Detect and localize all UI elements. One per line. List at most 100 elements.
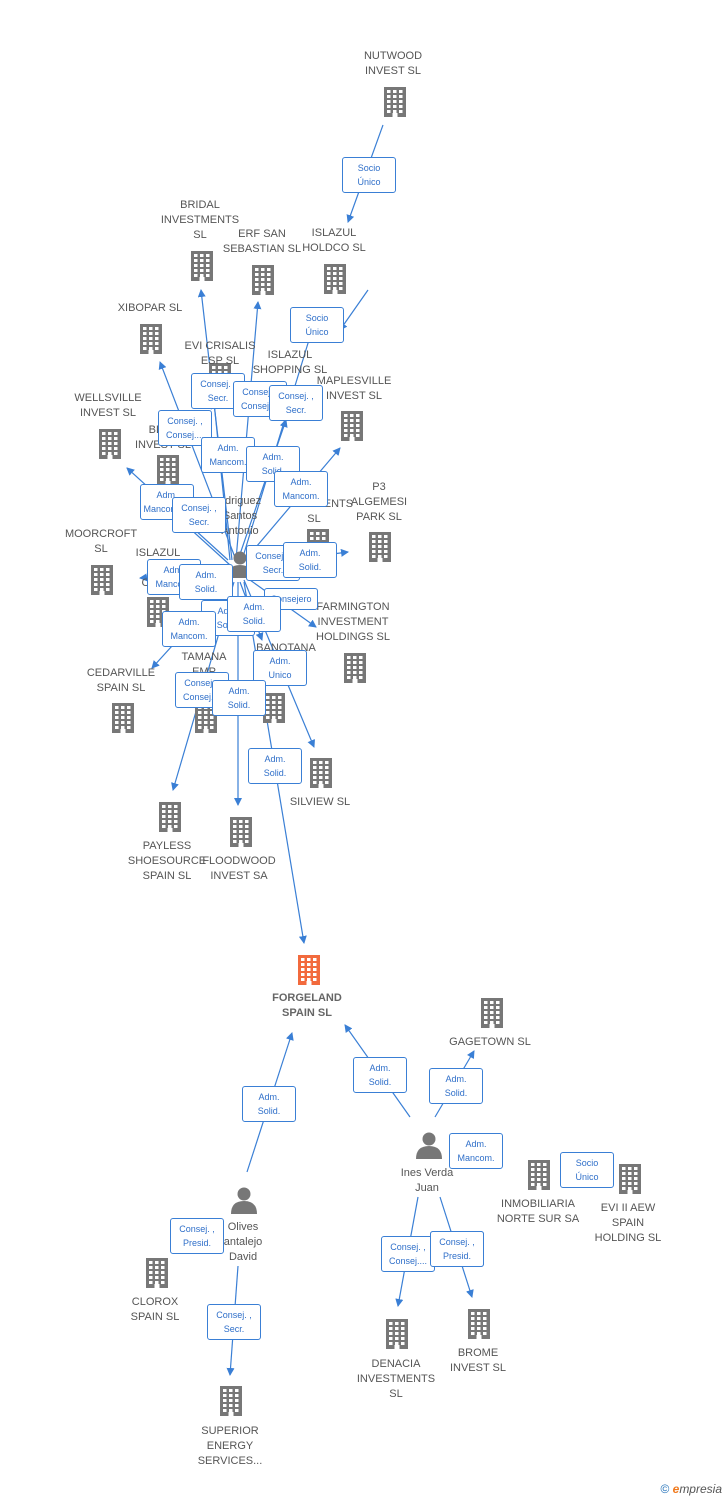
relation-text: Adm.	[156, 490, 178, 500]
relation-badge-r25[interactable]: Adm.Mancom.	[449, 1133, 503, 1169]
person-icon-olives[interactable]	[231, 1187, 257, 1215]
relation-text: Adm.	[369, 1063, 391, 1073]
company-label-line: INVEST SL	[364, 65, 422, 77]
relation-text: Solid.	[227, 700, 251, 710]
relation-badge-r7[interactable]: Adm.Mancom.	[274, 471, 328, 507]
relation-badge-r30[interactable]: Consej. ,Consej....	[381, 1236, 435, 1272]
relation-badge-r29[interactable]: Consej. ,Secr.	[207, 1304, 261, 1340]
company-icon-gagetown[interactable]	[481, 998, 503, 1028]
company-icon-payless[interactable]	[159, 802, 181, 832]
relation-text: Secr.	[262, 565, 284, 575]
relation-badge-r31[interactable]: Consej. ,Presid.	[430, 1231, 484, 1267]
company-icon-forgeland[interactable]	[298, 955, 320, 985]
relation-badge-r27[interactable]: Adm.Solid.	[429, 1068, 483, 1104]
company-icon-p3[interactable]	[369, 532, 391, 562]
company-icon-erf[interactable]	[252, 265, 274, 295]
person-icon-ines[interactable]	[416, 1132, 442, 1160]
company-icon-denacia[interactable]	[386, 1319, 408, 1349]
company-label-line: EVI CRISALIS	[184, 340, 256, 352]
relation-badge-r11[interactable]: Adm.Solid.	[283, 542, 337, 578]
company-icon-banotana[interactable]	[263, 693, 285, 723]
relation-text: Adm.	[465, 1139, 487, 1149]
relation-text: Consej. ,	[242, 387, 278, 397]
person-label-line: Antonio	[221, 525, 259, 537]
relation-badge-r21[interactable]: Adm.Solid.	[248, 748, 302, 784]
company-icon-blue[interactable]	[157, 455, 179, 485]
person-label-line: Santos	[222, 510, 258, 522]
relation-text: Mancom.	[282, 491, 320, 501]
company-label-line: CEDARVILLE	[86, 667, 156, 679]
company-icon-farmington[interactable]	[344, 653, 366, 683]
company-icon-evi_ii[interactable]	[619, 1164, 641, 1194]
company-icon-floodwood[interactable]	[230, 817, 252, 847]
relation-text: Consej. ,	[278, 391, 314, 401]
relation-badge-r16[interactable]: Adm.Solid.	[227, 596, 281, 632]
relation-text: Adm.	[299, 548, 321, 558]
relation-badge-r22[interactable]: Adm.Solid.	[242, 1086, 296, 1122]
company-label-xibopar[interactable]: XIBOPAR SL	[95, 301, 205, 316]
company-icon-superior[interactable]	[220, 1386, 242, 1416]
company-icon-islazul_holdco[interactable]	[324, 264, 346, 294]
relation-badge-r23[interactable]: Adm.Solid.	[353, 1057, 407, 1093]
company-icon-inmobiliaria[interactable]	[528, 1160, 550, 1190]
company-icon-cedarville[interactable]	[112, 703, 134, 733]
company-label-line: ISLAZUL	[311, 227, 357, 239]
company-label-line: INVESTMENTS	[160, 214, 240, 226]
company-label-line: SHOPPING SL	[252, 364, 328, 376]
relation-badge-r24[interactable]: Consej. ,Presid.	[170, 1218, 224, 1254]
company-icon-nutwood[interactable]	[384, 87, 406, 117]
company-label-line: SPAIN SL	[130, 1311, 180, 1323]
company-label-gagetown[interactable]: GAGETOWN SL	[435, 1035, 545, 1050]
company-label-line: BRIDAL	[180, 199, 220, 211]
company-icon-wellsville[interactable]	[99, 429, 121, 459]
company-label-line: SUPERIOR	[201, 1425, 259, 1437]
company-icon-moorcroft[interactable]	[91, 565, 113, 595]
person-label-line: Olives	[227, 1221, 259, 1233]
company-icon-bridal[interactable]	[191, 251, 213, 281]
relation-text: Único	[357, 177, 381, 187]
company-label-silview[interactable]: SILVIEW SL	[265, 795, 375, 810]
company-icon-brome[interactable]	[468, 1309, 490, 1339]
relation-badge-r13[interactable]: Adm.Solid.	[179, 564, 233, 600]
relation-badge-r9[interactable]: Consej. ,Secr.	[172, 497, 226, 533]
company-icon-maplesville[interactable]	[341, 411, 363, 441]
relation-badge-r20[interactable]: Adm.Solid.	[212, 680, 266, 716]
relation-badge-r17[interactable]: Adm.Mancom.	[162, 611, 216, 647]
company-label-line: BROME	[457, 1347, 499, 1359]
company-label-line: GAGETOWN SL	[449, 1036, 531, 1048]
relation-text: Solid.	[242, 616, 266, 626]
company-icon-silview[interactable]	[310, 758, 332, 788]
company-icon-xibopar[interactable]	[140, 324, 162, 354]
icons	[91, 87, 641, 1416]
company-icon-clorox[interactable]	[146, 1258, 168, 1288]
relation-badge-r3[interactable]: Consej. ,Secr.	[269, 385, 323, 421]
